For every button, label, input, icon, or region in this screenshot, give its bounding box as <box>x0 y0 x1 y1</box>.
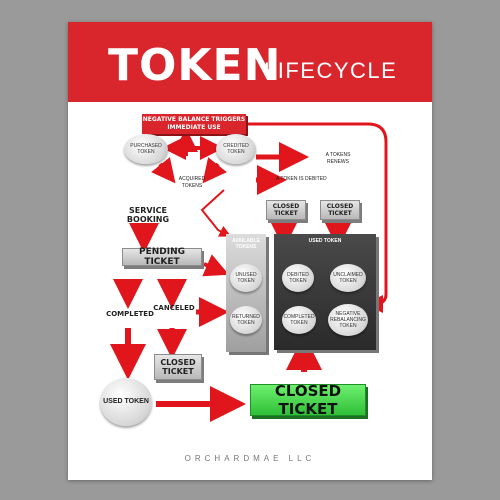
closed-ticket-2: CLOSED TICKET <box>320 200 360 220</box>
completed-label: COMPLETED <box>106 310 154 318</box>
completed-token-label: COMPLETED TOKEN <box>283 314 315 326</box>
canceled-label: CANCELED <box>153 304 195 312</box>
negative-rebalancing-token-circle: NEGATIVE REBALANCING TOKEN <box>328 304 368 336</box>
purchased-token-label: PURCHASED TOKEN <box>130 143 162 155</box>
credited-token-label: CREDITED TOKEN <box>223 143 249 155</box>
service-booking-label: SERVICE BOOKING <box>126 206 170 224</box>
purchased-token-circle: PURCHASED TOKEN <box>124 134 168 164</box>
closed-ticket-big: CLOSED TICKET <box>250 382 366 418</box>
returned-token-circle: RETURNED TOKEN <box>230 306 262 334</box>
closed-ticket-1-label: CLOSED TICKET <box>272 203 300 217</box>
debited-token-circle: DEBITED TOKEN <box>282 264 314 292</box>
pending-ticket: PENDING TICKET <box>122 247 202 267</box>
completed-token-circle: COMPLETED TOKEN <box>282 306 316 334</box>
a-token-is-debited-label: A TOKEN IS DEBITED <box>276 176 327 182</box>
flow-arrows <box>110 122 388 422</box>
closed-ticket-1: CLOSED TICKET <box>266 200 306 220</box>
used-token-panel: USED TOKEN DEBITED TOKEN UNCLAIMED TOKEN… <box>274 234 376 350</box>
unused-token-circle: UNUSED TOKEN <box>230 264 262 292</box>
available-tokens-title: AVAILABLE TOKENS <box>232 238 260 250</box>
negative-balance-label: NEGATIVE BALANCE TRIGGERS IMMEDIATE USE <box>142 116 246 131</box>
closed-ticket-3-label: CLOSED TICKET <box>160 358 196 376</box>
negative-balance-box: NEGATIVE BALANCE TRIGGERS IMMEDIATE USE <box>142 114 246 134</box>
used-token-label: USED TOKEN <box>103 398 149 405</box>
returned-token-label: RETURNED TOKEN <box>232 314 260 326</box>
debited-token-label: DEBITED TOKEN <box>287 272 309 284</box>
a-tokens-renews-label: A TOKENS RENEWS <box>325 152 351 165</box>
unclaimed-token-label: UNCLAIMED TOKEN <box>333 272 363 284</box>
available-tokens-panel: AVAILABLE TOKENS UNUSED TOKEN RETURNED T… <box>226 234 266 352</box>
used-token-panel-title: USED TOKEN <box>308 238 342 244</box>
title-sub: LIFECYCLE <box>264 58 398 83</box>
acquired-tokens-label: ACQUIRED TOKENS <box>178 176 206 189</box>
title-main: TOKEN <box>108 40 282 91</box>
closed-ticket-2-label: CLOSED TICKET <box>326 203 354 217</box>
used-token-circle: USED TOKEN <box>100 378 152 426</box>
title-banner: TOKEN LIFECYCLE <box>68 22 432 102</box>
poster: TOKEN LIFECYCLE <box>68 22 432 480</box>
closed-ticket-big-label: CLOSED TICKET <box>274 382 342 418</box>
footer: ORCHARDMAE LLC <box>184 454 316 463</box>
unclaimed-token-circle: UNCLAIMED TOKEN <box>330 264 366 292</box>
unused-token-label: UNUSED TOKEN <box>235 272 257 284</box>
credited-token-circle: CREDITED TOKEN <box>216 134 256 164</box>
pending-ticket-label: PENDING TICKET <box>138 247 185 267</box>
negative-rebalancing-token-label: NEGATIVE REBALANCING TOKEN <box>330 311 366 329</box>
closed-ticket-3: CLOSED TICKET <box>154 354 202 380</box>
